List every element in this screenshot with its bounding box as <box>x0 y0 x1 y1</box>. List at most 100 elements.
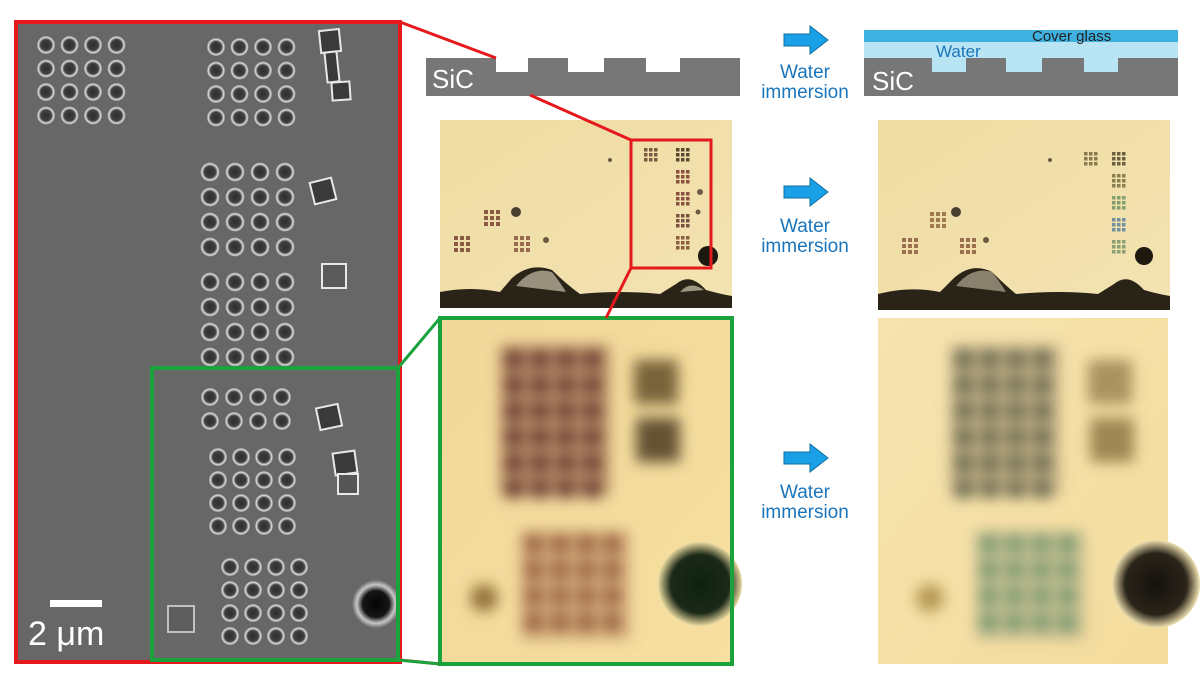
sem-hole <box>250 347 270 367</box>
sem-hole <box>278 517 296 535</box>
optical-array-dot <box>1117 184 1121 188</box>
optical-array-dot <box>654 153 658 157</box>
sem-hole <box>230 108 249 127</box>
optical-array-dot <box>1089 157 1093 161</box>
zoom-array-dot <box>981 480 999 498</box>
sem-hole <box>255 517 273 535</box>
zoom-before-green-frame <box>438 316 734 666</box>
zoom-array-dot <box>1032 535 1050 553</box>
optical-array-dot <box>686 158 690 162</box>
optical-array-dot <box>1122 206 1126 210</box>
zoom-array-dot <box>1058 613 1076 631</box>
optical-array-dot <box>1117 174 1121 178</box>
sem-hole <box>244 558 262 576</box>
zoom-array-dot <box>583 402 601 420</box>
optical-array-dot <box>654 148 658 152</box>
zoom-array-dot <box>955 376 973 394</box>
sem-hole <box>250 212 270 232</box>
optical-array-dot <box>496 222 500 226</box>
arrow-2-label-line2: immersion <box>761 236 849 257</box>
sem-hole <box>250 322 270 342</box>
optical-array-dot <box>484 216 488 220</box>
zoom-array-dot <box>603 561 621 579</box>
sem-pillars <box>167 27 359 633</box>
zoom-array-dot <box>525 587 543 605</box>
zoom-array-dot <box>583 480 601 498</box>
zoom-array-dot <box>557 350 575 368</box>
sem-hole <box>232 517 250 535</box>
optical-array-dot <box>960 238 964 242</box>
sem-hole <box>249 388 267 406</box>
optical-array-dot <box>930 224 934 228</box>
optical-array-dot <box>676 158 680 162</box>
optical-array-dot <box>1122 162 1126 166</box>
sem-hole <box>275 272 295 292</box>
optical-array-dot <box>966 244 970 248</box>
optical-array-dot <box>1094 152 1098 156</box>
optical-array-dot <box>676 192 680 196</box>
optical-array-dot <box>484 222 488 226</box>
optical-array-dot <box>649 148 653 152</box>
sem-hole <box>267 627 285 645</box>
optical-array-dot <box>681 224 685 228</box>
sem-hole <box>232 494 250 512</box>
optical-array-dot <box>676 236 680 240</box>
optical-array-dot <box>1089 152 1093 156</box>
sem-hole <box>230 38 249 56</box>
sem-hole <box>200 347 220 367</box>
sem-hole <box>277 85 296 103</box>
zoom-array-dot <box>531 454 549 472</box>
zoom-array-dot <box>1058 587 1076 605</box>
connector-red-1 <box>399 20 497 60</box>
optical-array-dot <box>1117 245 1121 249</box>
sem-hole <box>277 38 296 56</box>
sem-hole <box>273 412 291 430</box>
optical-after <box>878 120 1170 310</box>
optical-array-dot <box>1117 240 1121 244</box>
zoom-array-dot <box>1006 587 1024 605</box>
sem-hole <box>200 162 220 182</box>
zoom-array-dot <box>1006 535 1024 553</box>
optical-array-dot <box>972 250 976 254</box>
optical-array-dot <box>1084 157 1088 161</box>
zoom-array-dot <box>980 613 998 631</box>
optical-array-dot <box>1122 174 1126 178</box>
sem-hole <box>275 322 295 342</box>
zoom-array-dot <box>1007 350 1025 368</box>
zoom-array-dot <box>557 402 575 420</box>
zoom-array-dot <box>557 454 575 472</box>
optical-array-dot <box>902 244 906 248</box>
zoom-array-dot <box>1033 428 1051 446</box>
optical-array-dot <box>942 224 946 228</box>
optical-array-dot <box>526 236 530 240</box>
zoom-array-dot <box>955 428 973 446</box>
sem-hole <box>232 448 250 466</box>
optical-array-dot <box>1117 250 1121 254</box>
optical-array-dot <box>514 236 518 240</box>
optical-array-dot <box>681 158 685 162</box>
optical-array-dot <box>460 248 464 252</box>
arrow-3-icon <box>783 442 829 474</box>
sem-hole <box>37 106 55 125</box>
zoom-array-dot <box>980 535 998 553</box>
sem-hole <box>275 162 295 182</box>
optical-array-dot <box>1117 157 1121 161</box>
sem-hole <box>207 108 225 127</box>
optical-array-dot <box>1117 201 1121 205</box>
optical-array-dot <box>644 153 648 157</box>
optical-array-dot <box>930 218 934 222</box>
sem-hole <box>200 237 220 257</box>
sem-hole <box>290 604 308 622</box>
optical-array-dot <box>686 202 690 206</box>
sem-large-pit <box>352 580 400 628</box>
zoom-array-dot <box>505 480 523 498</box>
zoom-array-dot <box>531 402 549 420</box>
optical-array-dot <box>466 242 470 246</box>
optical-array-dot <box>676 153 680 157</box>
sem-hole <box>107 59 126 78</box>
zoom-array-dot <box>531 376 549 394</box>
optical-array-dot <box>686 236 690 240</box>
optical-array-dot <box>681 202 685 206</box>
optical-array-dot <box>681 153 685 157</box>
zoom-array-dot <box>1007 428 1025 446</box>
